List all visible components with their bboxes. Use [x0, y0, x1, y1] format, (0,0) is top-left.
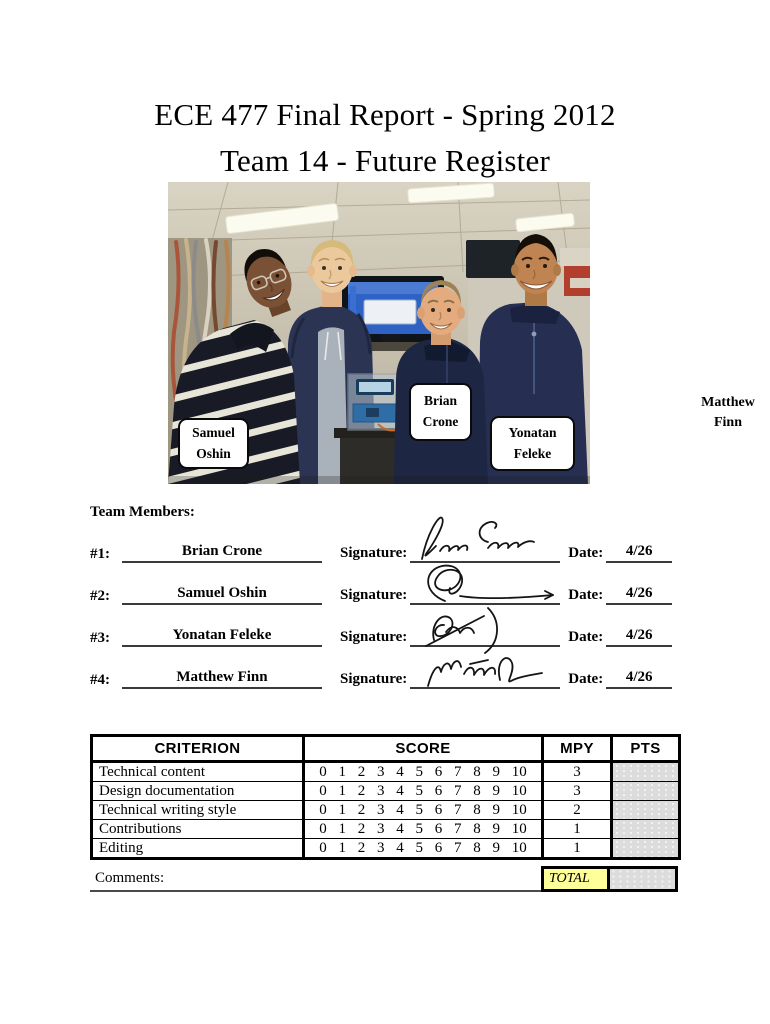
date-field: 4/26 — [606, 669, 673, 689]
member-index: #2: — [90, 588, 110, 604]
member-row-1: #1: Brian Crone Signature: Date: 4/26 — [90, 521, 695, 563]
date-label: Date: — [568, 671, 604, 687]
total-cell: TOTAL — [541, 866, 610, 892]
member-name-field: Yonatan Feleke — [122, 627, 322, 647]
date-label: Date: — [568, 587, 604, 603]
criterion-cell: Technical writing style — [90, 800, 305, 820]
member-index: #1: — [90, 546, 110, 562]
table-row: Contributions 0 1 2 3 4 5 6 7 8 9 10 1 — [90, 819, 681, 839]
header-pts: PTS — [610, 734, 681, 763]
table-row: Technical content 0 1 2 3 4 5 6 7 8 9 10… — [90, 761, 681, 782]
signature-label: Signature: — [340, 629, 408, 645]
criterion-cell: Editing — [90, 838, 305, 860]
signature-label: Signature: — [340, 545, 408, 561]
criterion-cell: Design documentation — [90, 781, 305, 801]
signature-line — [410, 625, 561, 647]
table-row: Editing 0 1 2 3 4 5 6 7 8 9 10 1 — [90, 838, 681, 860]
title-line-2: Team 14 - Future Register — [220, 143, 550, 178]
signature-label: Signature: — [340, 587, 408, 603]
header-mpy: MPY — [541, 734, 613, 763]
comments-label: Comments: — [90, 866, 541, 892]
mpy-cell: 1 — [541, 838, 613, 860]
member-row-4: #4: Matthew Finn Signature: Date: 4/26 — [90, 647, 695, 689]
signature-label: Signature: — [340, 671, 408, 687]
date-field: 4/26 — [606, 543, 673, 563]
date-field: 4/26 — [606, 585, 673, 605]
member-index: #4: — [90, 672, 110, 688]
score-scale-cell: 0 1 2 3 4 5 6 7 8 9 10 — [302, 838, 544, 860]
signature-line — [410, 541, 561, 563]
date-field: 4/26 — [606, 627, 673, 647]
grading-table: CRITERION SCORE MPY PTS Technical conten… — [90, 734, 681, 860]
team-photo: P Sa — [168, 182, 590, 484]
table-row: Design documentation 0 1 2 3 4 5 6 7 8 9… — [90, 781, 681, 801]
member-row-3: #3: Yonatan Feleke Signature: Date: 4/26 — [90, 605, 695, 647]
total-pts-cell — [610, 866, 678, 892]
mpy-cell: 2 — [541, 800, 613, 820]
criterion-cell: Contributions — [90, 819, 305, 839]
mpy-cell: 3 — [541, 761, 613, 782]
pts-cell — [610, 800, 681, 820]
wall-tv — [466, 240, 520, 278]
team-members-section: Team Members: #1: Brian Crone Signature:… — [90, 504, 695, 704]
member-row-2: #2: Samuel Oshin Signature: Date: 4/26 — [90, 563, 695, 605]
member-name-field: Brian Crone — [122, 543, 322, 563]
photo-label-yonatan-feleke: Yonatan Feleke — [490, 416, 575, 471]
comments-row: Comments: TOTAL — [90, 866, 678, 892]
signature-line — [410, 667, 561, 689]
score-scale-cell: 0 1 2 3 4 5 6 7 8 9 10 — [302, 819, 544, 839]
photo-label-samuel-oshin: Samuel Oshin — [178, 418, 249, 469]
date-label: Date: — [568, 629, 604, 645]
header-criterion: CRITERION — [90, 734, 305, 763]
score-scale-cell: 0 1 2 3 4 5 6 7 8 9 10 — [302, 781, 544, 801]
score-scale-cell: 0 1 2 3 4 5 6 7 8 9 10 — [302, 800, 544, 820]
header-score: SCORE — [302, 734, 544, 763]
team-members-heading: Team Members: — [90, 504, 195, 520]
pts-cell — [610, 819, 681, 839]
photo-label-matthew-finn: Matthew Finn — [701, 395, 755, 430]
team-photo-illustration: P — [168, 182, 590, 484]
criterion-cell: Technical content — [90, 761, 305, 782]
member-name-field: Samuel Oshin — [122, 585, 322, 605]
mpy-cell: 1 — [541, 819, 613, 839]
signature-line — [410, 583, 561, 605]
score-scale-cell: 0 1 2 3 4 5 6 7 8 9 10 — [302, 761, 544, 782]
date-label: Date: — [568, 545, 604, 561]
photo-label-brian-crone: Brian Crone — [409, 383, 472, 441]
page-title: ECE 477 Final Report - Spring 2012 Team … — [0, 92, 770, 184]
pts-cell — [610, 838, 681, 860]
table-row: Technical writing style 0 1 2 3 4 5 6 7 … — [90, 800, 681, 820]
grading-table-header-row: CRITERION SCORE MPY PTS — [90, 734, 681, 763]
ceiling-lights — [225, 182, 575, 234]
member-name-field: Matthew Finn — [122, 669, 322, 689]
pts-cell — [610, 761, 681, 782]
title-line-1: ECE 477 Final Report - Spring 2012 — [154, 97, 616, 132]
pts-cell — [610, 781, 681, 801]
member-index: #3: — [90, 630, 110, 646]
mpy-cell: 3 — [541, 781, 613, 801]
